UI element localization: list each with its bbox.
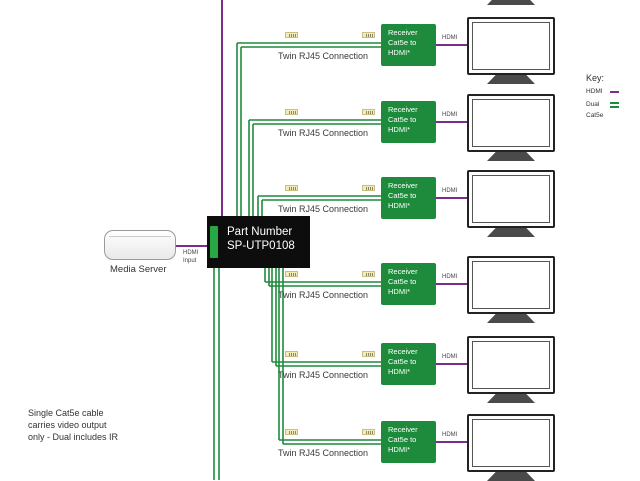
receiver-box: Receiver Cat5e to HDMI*: [381, 177, 436, 219]
receiver-label-line2: Cat5e to: [388, 191, 417, 200]
note-line2: carries video output: [28, 420, 107, 430]
note-line1: Single Cat5e cable: [28, 408, 104, 418]
rj45-plug-icon: [362, 351, 375, 357]
hdmi-cable-label: HDMI: [442, 188, 458, 194]
cable-layer: [176, 0, 467, 480]
receiver-label-line1: Receiver: [388, 425, 418, 434]
receiver-label-line1: Receiver: [388, 28, 418, 37]
connection-label: Twin RJ45 Connection: [278, 370, 369, 380]
receiver-label-line2: Cat5e to: [388, 115, 417, 124]
note-line3: only - Dual includes IR: [28, 432, 119, 442]
rj45-plug-icon: [362, 429, 375, 435]
receiver-label-line1: Receiver: [388, 267, 418, 276]
rj45-plug-icon: [285, 351, 298, 357]
receiver-box: Receiver Cat5e to HDMI*: [381, 101, 436, 143]
hdmi-cable-label: HDMI: [442, 112, 458, 118]
receiver-box: Receiver Cat5e to HDMI*: [381, 343, 436, 385]
hdmi-input-label-line1: HDMI: [183, 250, 199, 256]
media-server-label: Media Server: [110, 264, 167, 275]
receiver-label-line3: HDMI*: [388, 287, 411, 296]
key-cat5e-swatch-1: [610, 102, 619, 104]
hdmi-cable-label: HDMI: [442, 432, 458, 438]
receiver-label-line3: HDMI*: [388, 125, 411, 134]
receiver-box: Receiver Cat5e to HDMI*: [381, 263, 436, 305]
receiver-label-line3: HDMI*: [388, 48, 411, 57]
receiver-label-line2: Cat5e to: [388, 357, 417, 366]
receiver-box: Receiver Cat5e to HDMI*: [381, 24, 436, 66]
key-dual-label-line2: Cat5e: [586, 112, 604, 119]
rj45-plug-icon: [285, 271, 298, 277]
connection-label: Twin RJ45 Connection: [278, 51, 369, 61]
receiver-label-line3: HDMI*: [388, 201, 411, 210]
key-title: Key:: [586, 73, 605, 83]
connection-label: Twin RJ45 Connection: [278, 204, 369, 214]
key-dual-label-line1: Dual: [586, 101, 600, 108]
key-cat5e-swatch-2: [610, 106, 619, 108]
connection-label: Twin RJ45 Connection: [278, 290, 369, 300]
hdmi-cable-label: HDMI: [442, 354, 458, 360]
switch-logo-icon: [210, 226, 218, 258]
receiver-box: Receiver Cat5e to HDMI*: [381, 421, 436, 463]
switch-part-number-label: Part Number: [227, 226, 293, 238]
receiver-label-line1: Receiver: [388, 105, 418, 114]
rj45-plug-icon: [362, 185, 375, 191]
hdmi-cable-label: HDMI: [442, 274, 458, 280]
media-server-icon: [104, 230, 176, 260]
hdmi-input-label-line2: Input: [183, 258, 197, 264]
rj45-plug-icon: [362, 271, 375, 277]
rj45-plug-icon: [362, 32, 375, 38]
switch-part-number: SP-UTP0108: [227, 240, 295, 252]
receiver-label-line2: Cat5e to: [388, 38, 417, 47]
rj45-plug-icon: [285, 185, 298, 191]
rj45-plug-icon: [285, 32, 298, 38]
connection-label: Twin RJ45 Connection: [278, 128, 369, 138]
key-hdmi-label: HDMI: [586, 88, 603, 95]
rj45-plug-icon: [362, 109, 375, 115]
receiver-label-line3: HDMI*: [388, 445, 411, 454]
switch-unit: Part Number SP-UTP0108: [207, 216, 310, 268]
connection-label: Twin RJ45 Connection: [278, 448, 369, 458]
receiver-label-line2: Cat5e to: [388, 277, 417, 286]
receiver-label-line1: Receiver: [388, 347, 418, 356]
key-hdmi-swatch: [610, 91, 619, 93]
hdmi-cable-label: HDMI: [442, 35, 458, 41]
rj45-plug-icon: [285, 429, 298, 435]
receiver-label-line2: Cat5e to: [388, 435, 417, 444]
receiver-label-line1: Receiver: [388, 181, 418, 190]
rj45-plug-icon: [285, 109, 298, 115]
receiver-label-line3: HDMI*: [388, 367, 411, 376]
